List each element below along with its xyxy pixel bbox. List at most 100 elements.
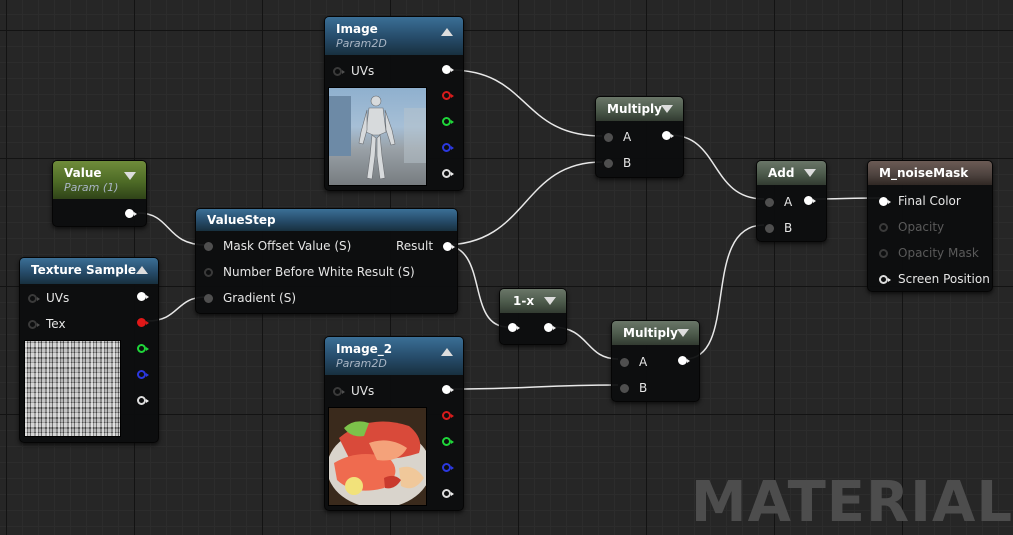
pin-b[interactable]: B bbox=[765, 221, 792, 235]
input-pin-icon[interactable] bbox=[879, 196, 891, 206]
node-texture-sample[interactable]: Texture Sample UVs Tex bbox=[19, 257, 159, 443]
output-r[interactable] bbox=[442, 411, 454, 420]
output-rgba[interactable] bbox=[442, 385, 454, 394]
output-pin-icon[interactable] bbox=[442, 65, 454, 74]
node-header[interactable]: ValueStep bbox=[196, 209, 457, 231]
pin-input[interactable] bbox=[508, 323, 520, 332]
input-pin-icon[interactable] bbox=[620, 383, 629, 393]
pin-gradient[interactable]: Gradient (S) bbox=[204, 291, 296, 305]
pin-uvs[interactable]: UVs bbox=[28, 291, 69, 305]
output-a[interactable] bbox=[442, 489, 454, 498]
output-r[interactable] bbox=[442, 91, 454, 100]
node-add[interactable]: Add A B bbox=[756, 160, 827, 242]
input-pin-icon[interactable] bbox=[333, 66, 345, 76]
output-pin-icon[interactable] bbox=[804, 196, 816, 205]
output-pin-icon[interactable] bbox=[125, 209, 137, 218]
output-b[interactable] bbox=[137, 370, 149, 379]
pin-tex[interactable]: Tex bbox=[28, 317, 66, 331]
alpha-channel-pin-icon[interactable] bbox=[442, 489, 454, 498]
node-value[interactable]: Value Param (1) bbox=[52, 160, 147, 227]
input-pin-icon[interactable] bbox=[879, 248, 888, 258]
output-result[interactable] bbox=[544, 323, 556, 332]
pin-final-color[interactable]: Final Color bbox=[879, 194, 961, 208]
output-g[interactable] bbox=[137, 344, 149, 353]
node-header[interactable]: Multiply bbox=[612, 321, 699, 345]
green-channel-pin-icon[interactable] bbox=[137, 344, 149, 353]
output-pin-icon[interactable] bbox=[442, 385, 454, 394]
output-rgba[interactable] bbox=[137, 292, 149, 301]
output-a[interactable] bbox=[137, 396, 149, 405]
green-channel-pin-icon[interactable] bbox=[442, 117, 454, 126]
alpha-channel-pin-icon[interactable] bbox=[442, 169, 454, 178]
node-header[interactable]: Value Param (1) bbox=[53, 161, 146, 199]
red-channel-pin-icon[interactable] bbox=[442, 91, 454, 100]
output-b[interactable] bbox=[442, 143, 454, 152]
expand-arrow-icon[interactable] bbox=[124, 172, 136, 180]
node-header[interactable]: M_noiseMask bbox=[868, 161, 992, 185]
output-pin-icon[interactable] bbox=[443, 241, 456, 251]
blue-channel-pin-icon[interactable] bbox=[137, 370, 149, 379]
pin-number-before-white[interactable]: Number Before White Result (S) bbox=[204, 265, 415, 279]
input-pin-icon[interactable] bbox=[765, 197, 774, 207]
output-result[interactable]: Result bbox=[396, 239, 456, 253]
node-material-result[interactable]: M_noiseMask Final Color Opacity Opacity … bbox=[867, 160, 993, 292]
expand-arrow-icon[interactable] bbox=[804, 169, 816, 177]
pin-opacity[interactable]: Opacity bbox=[879, 220, 944, 234]
node-one-minus-x[interactable]: 1-x bbox=[499, 288, 567, 345]
output-g[interactable] bbox=[442, 437, 454, 446]
input-pin-icon[interactable] bbox=[604, 132, 613, 142]
node-value-step[interactable]: ValueStep Mask Offset Value (S) Number B… bbox=[195, 208, 458, 314]
pin-opacity-mask[interactable]: Opacity Mask bbox=[879, 246, 979, 260]
collapse-arrow-icon[interactable] bbox=[136, 266, 148, 274]
red-channel-pin-icon[interactable] bbox=[442, 411, 454, 420]
input-pin-icon[interactable] bbox=[28, 319, 40, 329]
output-pin-icon[interactable] bbox=[678, 356, 690, 365]
input-pin-icon[interactable] bbox=[333, 386, 345, 396]
node-multiply-bottom[interactable]: Multiply A B bbox=[611, 320, 700, 402]
node-header[interactable]: Texture Sample bbox=[20, 258, 158, 284]
output-r[interactable] bbox=[137, 318, 149, 327]
red-channel-pin-icon[interactable] bbox=[137, 318, 149, 327]
green-channel-pin-icon[interactable] bbox=[442, 437, 454, 446]
node-header[interactable]: Add bbox=[757, 161, 826, 185]
node-header[interactable]: Image Param2D bbox=[325, 17, 463, 55]
collapse-arrow-icon[interactable] bbox=[441, 28, 453, 36]
output-a[interactable] bbox=[442, 169, 454, 178]
output-g[interactable] bbox=[442, 117, 454, 126]
pin-b[interactable]: B bbox=[620, 381, 647, 395]
input-pin-icon[interactable] bbox=[620, 357, 629, 367]
collapse-arrow-icon[interactable] bbox=[441, 348, 453, 356]
output-pin-icon[interactable] bbox=[662, 131, 674, 140]
pin-b[interactable]: B bbox=[604, 156, 631, 170]
blue-channel-pin-icon[interactable] bbox=[442, 143, 454, 152]
input-pin-icon[interactable] bbox=[204, 267, 213, 277]
node-image[interactable]: Image Param2D UVs bbox=[324, 16, 464, 191]
output-multiply[interactable] bbox=[678, 356, 690, 365]
input-pin-icon[interactable] bbox=[508, 323, 520, 332]
output-pin-icon[interactable] bbox=[544, 323, 556, 332]
output-value[interactable] bbox=[125, 209, 137, 218]
expand-arrow-icon[interactable] bbox=[677, 329, 689, 337]
pin-a[interactable]: A bbox=[604, 130, 631, 144]
input-pin-icon[interactable] bbox=[604, 158, 613, 168]
pin-mask-offset-value[interactable]: Mask Offset Value (S) bbox=[204, 239, 351, 253]
input-pin-icon[interactable] bbox=[765, 223, 774, 233]
output-add[interactable] bbox=[804, 196, 816, 205]
node-header[interactable]: Multiply bbox=[596, 97, 683, 121]
input-pin-icon[interactable] bbox=[204, 241, 213, 251]
alpha-channel-pin-icon[interactable] bbox=[137, 396, 149, 405]
pin-uvs[interactable]: UVs bbox=[333, 64, 374, 78]
expand-arrow-icon[interactable] bbox=[661, 105, 673, 113]
pin-screen-position[interactable]: Screen Position bbox=[879, 272, 990, 286]
pin-a[interactable]: A bbox=[620, 355, 647, 369]
output-rgba[interactable] bbox=[442, 65, 454, 74]
pin-uvs[interactable]: UVs bbox=[333, 384, 374, 398]
output-pin-icon[interactable] bbox=[137, 292, 149, 301]
expand-arrow-icon[interactable] bbox=[544, 297, 556, 305]
node-multiply-top[interactable]: Multiply A B bbox=[595, 96, 684, 178]
node-image-2[interactable]: Image_2 Param2D UVs bbox=[324, 336, 464, 511]
node-header[interactable]: 1-x bbox=[500, 289, 566, 313]
input-pin-icon[interactable] bbox=[28, 293, 40, 303]
output-b[interactable] bbox=[442, 463, 454, 472]
input-pin-icon[interactable] bbox=[879, 222, 888, 232]
